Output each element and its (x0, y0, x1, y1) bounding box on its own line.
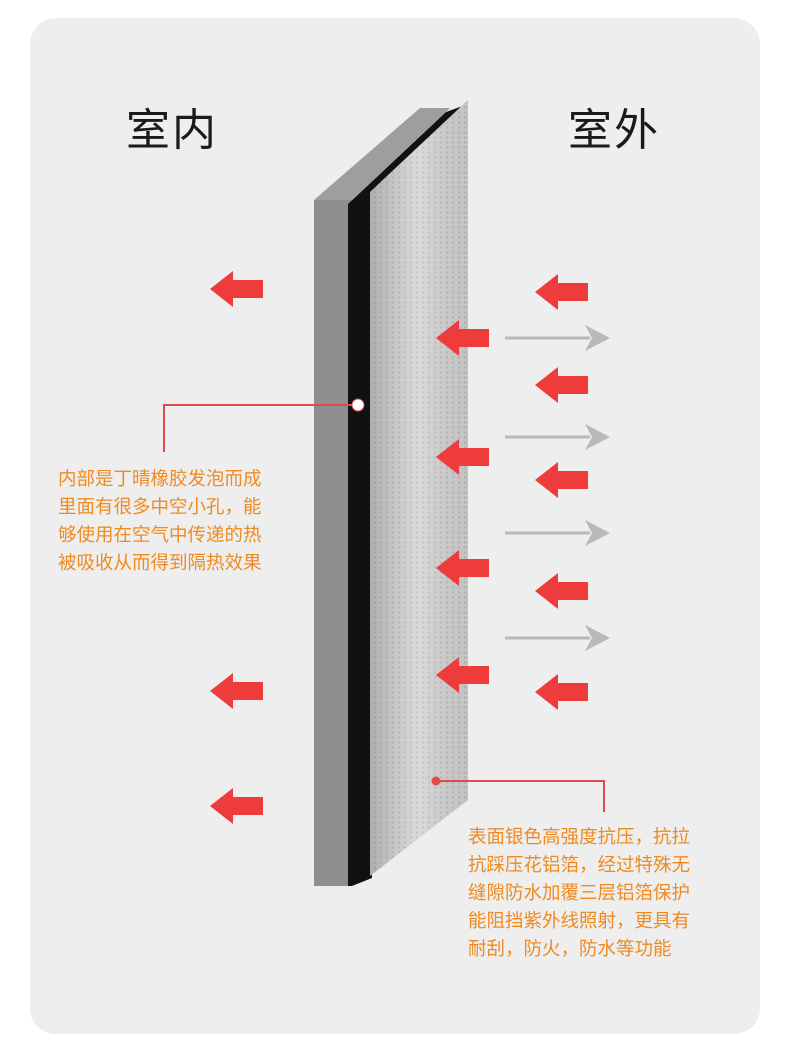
red-arrow (210, 673, 263, 709)
aluminum-foil-shade (370, 100, 468, 876)
red-arrows (210, 271, 588, 824)
aluminum-surface-line: 缝隙防水加覆三层铝箔保护 (468, 883, 691, 904)
foam-core-description: 内部是丁晴橡胶发泡而成 里面有很多中空小孔，能 够使用在空气中传递的热 被吸收从… (58, 466, 308, 578)
red-arrow (535, 573, 588, 609)
foam-core-line: 够使用在空气中传递的热 (58, 525, 262, 546)
indoor-heading: 室内 (126, 105, 218, 156)
foil-callout-dot (431, 776, 441, 786)
panel-top-bevel (314, 108, 450, 200)
aluminum-surface-description: 表面银色高强度抗压，抗拉 抗踩压花铝箔，经过特殊无 缝隙防水加覆三层铝箔保护 能… (468, 824, 768, 964)
foam-layer-front (314, 200, 352, 886)
red-arrow (535, 274, 588, 310)
gray-arrow (505, 325, 610, 351)
red-arrow (436, 550, 489, 586)
aluminum-surface-line: 表面银色高强度抗压，抗拉 (468, 827, 691, 848)
red-arrow (436, 657, 489, 693)
foam-core-line: 内部是丁晴橡胶发泡而成 (58, 469, 262, 490)
gray-arrow (505, 424, 610, 450)
red-arrow (535, 367, 588, 403)
red-arrow (210, 271, 263, 307)
aluminum-surface-line: 能阻挡紫外线照射，更具有 (468, 911, 691, 932)
foam-callout-line (163, 404, 358, 452)
red-arrow (436, 439, 489, 475)
aluminum-surface-line: 耐刮，防火，防水等功能 (468, 939, 672, 960)
gray-arrow (505, 625, 610, 651)
red-arrow (535, 674, 588, 710)
black-core-layer (348, 204, 372, 886)
foam-core-line: 里面有很多中空小孔，能 (58, 497, 262, 518)
red-arrow (535, 462, 588, 498)
red-arrow (436, 320, 489, 356)
foil-callout-line (436, 780, 605, 812)
red-arrow (210, 788, 263, 824)
foam-callout-dot (351, 398, 365, 412)
gray-arrow (505, 520, 610, 546)
foam-core-line: 被吸收从而得到隔热效果 (58, 553, 262, 574)
outdoor-heading: 室外 (568, 105, 660, 156)
aluminum-surface-line: 抗踩压花铝箔，经过特殊无 (468, 855, 691, 876)
gray-arrows (505, 325, 610, 651)
